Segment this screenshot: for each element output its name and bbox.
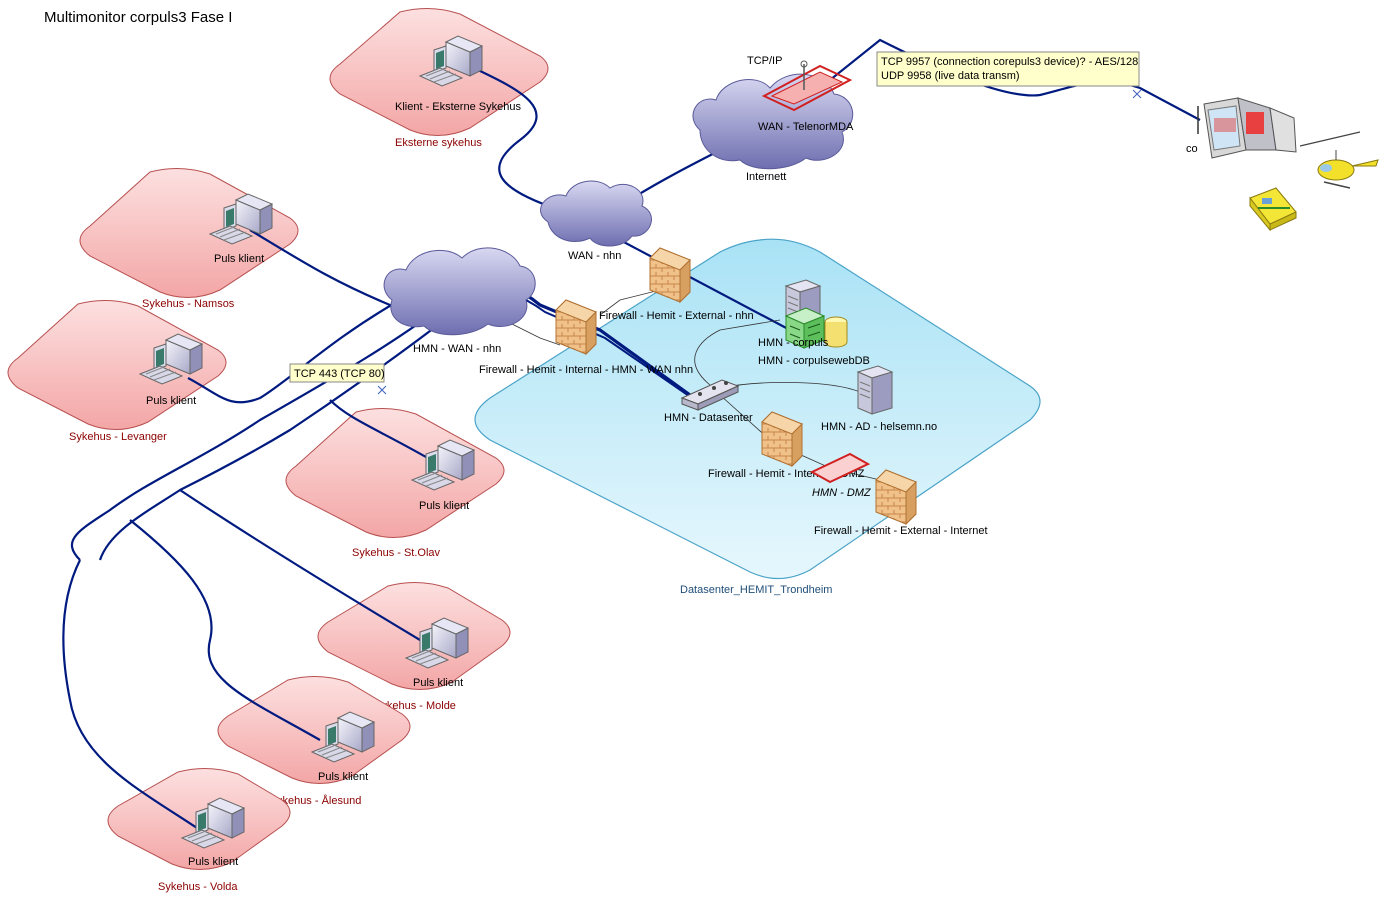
client-label-namsos: Puls klient [214,253,264,265]
dmz-icon[interactable] [809,452,871,484]
client-label-stolav: Puls klient [419,500,469,512]
cloud-hmn-wan[interactable] [383,247,536,336]
client-label-alesund: Puls klient [318,771,368,783]
link-volda [62,559,201,831]
cloud-label-internett: Internett [746,171,786,183]
tcpip-gateway-icon[interactable] [761,60,853,112]
corpuls-switch-icon[interactable] [784,307,826,349]
dmz-label: HMN - DMZ [812,487,872,499]
datasenter-label: HMN - Datasenter [664,412,753,424]
link-eksterne [477,69,791,331]
client-label-volda: Puls klient [188,856,238,868]
cloud-telenor[interactable] [692,73,854,170]
cloud-label-telenor: WAN - TelenorMDA [758,121,854,133]
link-south-trunk [70,299,451,561]
zone-label-levanger: Sykehus - Levanger [69,431,167,443]
tcpip-label: TCP/IP [747,55,782,67]
corpuls3-device-icon[interactable] [1197,97,1297,159]
cloud-label-hmn-wan: HMN - WAN - nhn [413,343,501,355]
firewall-label-int-hmn: Firewall - Hemit - Internal - HMN - WAN … [479,364,693,376]
ambulance-icon[interactable] [1249,187,1297,232]
link-alesund [129,519,321,741]
device-label: co [1186,143,1198,155]
cloud-label-wan-nhn: WAN - nhn [568,250,621,262]
firewall-label-ext-internet: Firewall - Hemit - External - Internet [814,525,988,537]
note-tcp443-text: TCP 443 (TCP 80) [294,368,385,380]
database-icon[interactable] [824,316,848,348]
link-molde [179,489,421,641]
zone-label-eksterne: Eksterne sykehus [395,137,482,149]
zone-levanger[interactable] [7,300,227,430]
firewall-label-ext-nhn: Firewall - Hemit - External - nhn [599,310,754,322]
link-levanger [187,284,431,404]
note-tcp443[interactable] [289,363,387,395]
zone-alesund[interactable] [217,676,411,784]
datasenter-switch-icon[interactable] [680,379,740,411]
helicopter-icon[interactable] [1299,131,1379,189]
corpuls-label-a: HMN - corpuls [758,337,829,349]
note-tcp9957-text: TCP 9957 (connection corepuls3 device)? … [881,56,1138,68]
client-label-levanger: Puls klient [146,395,196,407]
zone-label-namsos: Sykehus - Namsos [142,298,235,310]
ad-server-label: HMN - AD - helsemn.no [821,421,937,433]
ad-server-icon[interactable] [857,365,893,415]
client-label-eksterne: Klient - Eksterne Sykehus [395,101,521,113]
zone-label-volda: Sykehus - Volda [158,881,238,893]
zone-namsos[interactable] [79,168,299,298]
zone-label-alesund: Sukehus - Ålesund [269,794,361,807]
zone-label-stolav: Sykehus - St.Olav [352,547,441,559]
link-namsos [249,229,441,322]
corpuls-label-b: HMN - corpulsewebDB [758,355,870,367]
datacenter-label: Datasenter_HEMIT_Trondheim [680,584,832,596]
note-udp9958-text: UDP 9958 (live data transm) [881,70,1020,82]
cloud-wan-nhn[interactable] [540,180,652,247]
link-stolav [329,399,441,466]
diagram-title: Multimonitor corpuls3 Fase I [44,9,232,26]
firewall-int-hmn-icon[interactable] [555,299,597,355]
client-label-molde: Puls klient [413,677,463,689]
note-tcp9957[interactable] [876,51,1142,99]
